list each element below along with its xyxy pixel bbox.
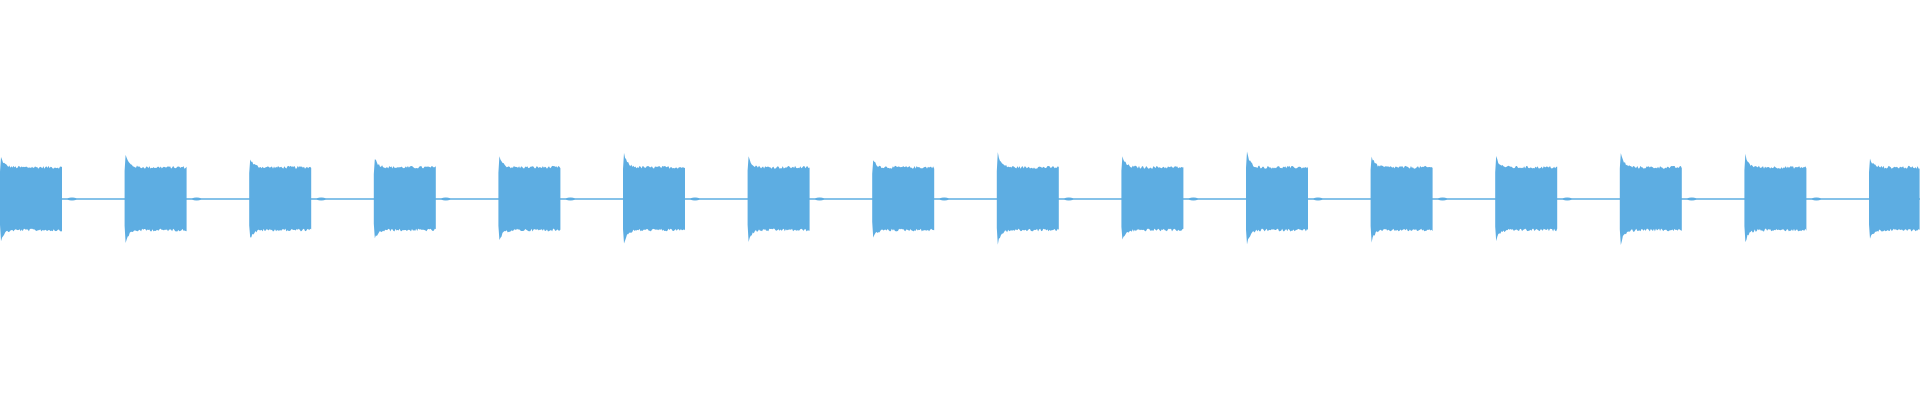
waveform-burst [1495, 156, 1558, 242]
waveform-burst [623, 152, 685, 244]
waveform-tail-blip [440, 197, 451, 201]
waveform-tail-blip [1686, 197, 1697, 201]
waveform-tail-blip [1437, 197, 1448, 201]
waveform-burst [124, 154, 187, 243]
waveform-tail-blip [1063, 197, 1074, 201]
waveform-bursts [0, 151, 1920, 245]
waveform-burst [872, 160, 935, 238]
waveform-tail-blip [939, 197, 950, 201]
waveform-burst [1869, 158, 1920, 239]
waveform-burst [996, 152, 1059, 245]
waveform-tail-blip [316, 197, 327, 201]
waveform-burst [1370, 156, 1433, 243]
waveform-burst [747, 156, 810, 242]
waveform-tail-blip [565, 197, 576, 201]
waveform-burst [498, 156, 561, 240]
waveform-burst [249, 159, 312, 238]
waveform-burst [1744, 153, 1807, 243]
waveform-tail-blip [814, 197, 825, 201]
waveform-burst [1121, 156, 1184, 240]
waveform-tail-blip [67, 197, 77, 201]
waveform-burst [1619, 153, 1682, 245]
waveform-tail-blip [1811, 197, 1822, 201]
waveform-burst [0, 157, 62, 242]
waveform-tail-blip [191, 197, 202, 201]
waveform-tail-blip [690, 197, 700, 201]
waveform-burst [373, 159, 436, 239]
waveform-burst [1246, 151, 1308, 245]
waveform-tail-blip [1188, 197, 1199, 201]
waveform-tail-blip [1313, 197, 1323, 201]
waveform-tail-blip [1562, 197, 1573, 201]
